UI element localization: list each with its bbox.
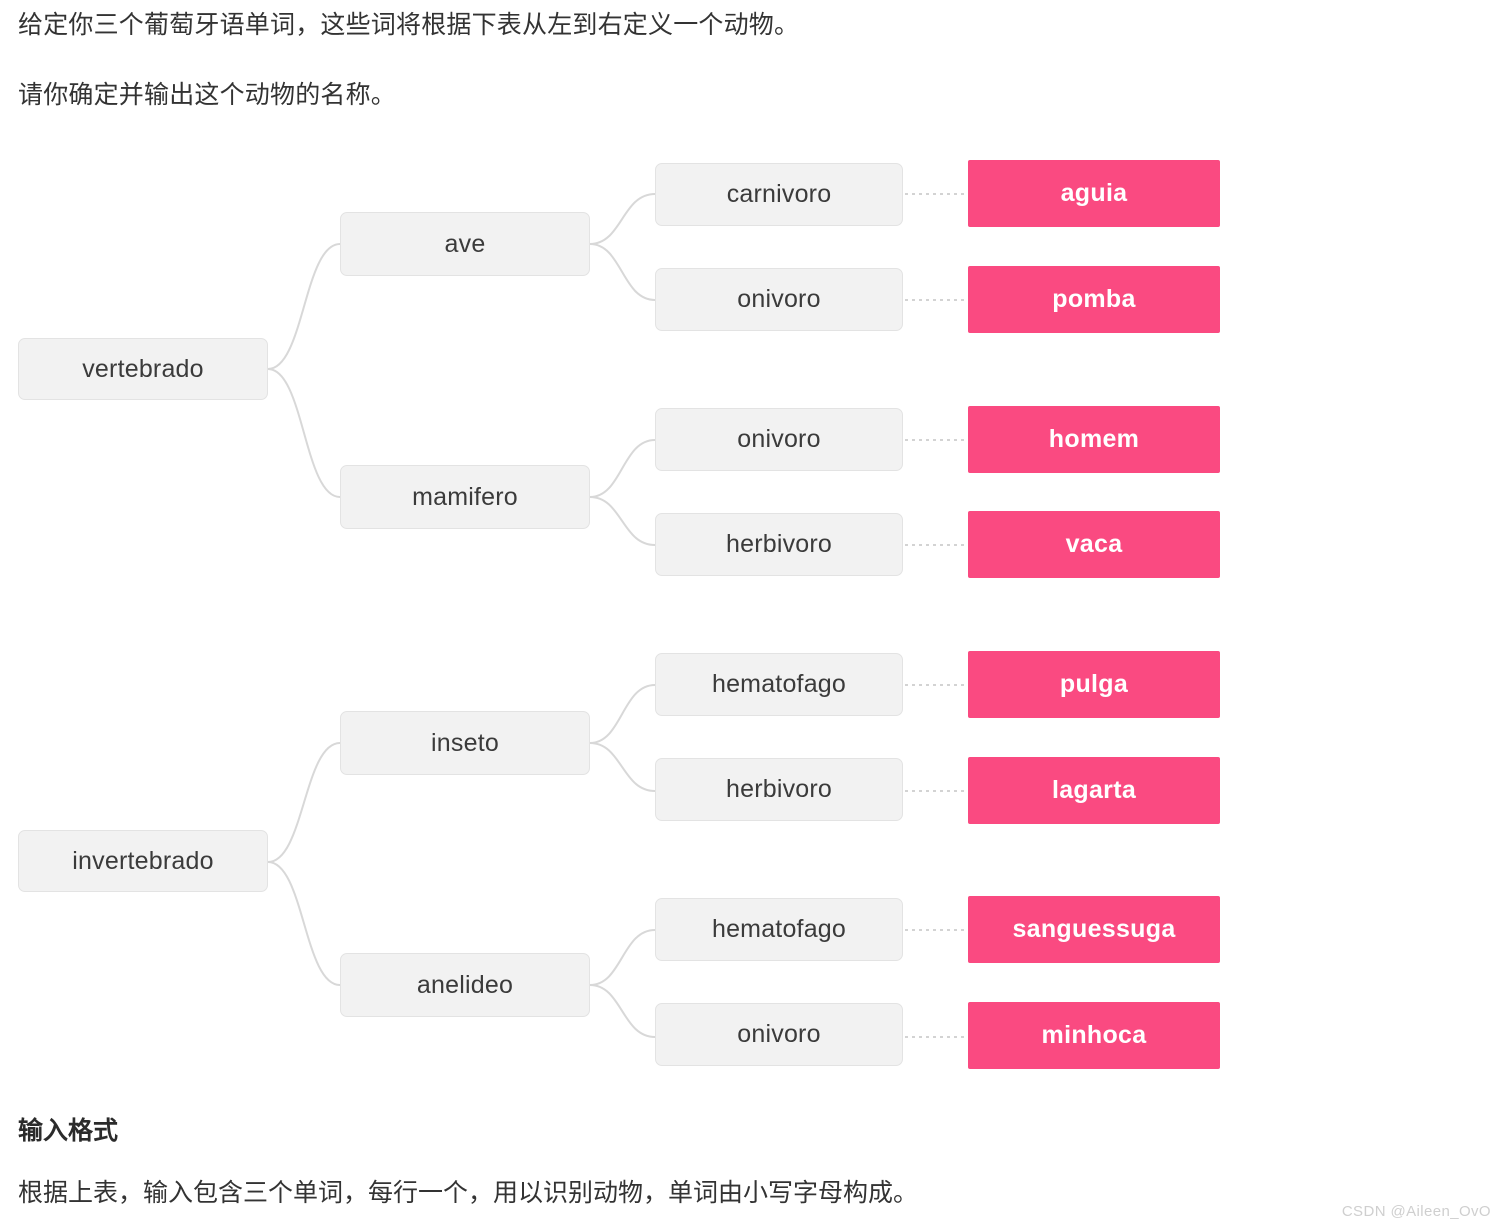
node-invertebrado[interactable]: invertebrado [18, 830, 268, 892]
node-mamifero[interactable]: mamifero [340, 465, 590, 529]
leaf-pulga[interactable]: pulga [968, 651, 1220, 718]
intro-paragraph-1: 给定你三个葡萄牙语单词，这些词将根据下表从左到右定义一个动物。 [18, 11, 800, 39]
leaf-homem[interactable]: homem [968, 406, 1220, 473]
intro-paragraph-2: 请你确定并输出这个动物的名称。 [18, 81, 397, 109]
node-diet-herbivoro-mamifero[interactable]: herbivoro [655, 513, 903, 576]
dotted-link-aguia [905, 193, 967, 195]
node-ave[interactable]: ave [340, 212, 590, 276]
dotted-link-pomba [905, 299, 967, 301]
dotted-link-sanguessuga [905, 929, 967, 931]
node-diet-hematofago-inseto[interactable]: hematofago [655, 653, 903, 716]
input-format-heading: 输入格式 [18, 1117, 119, 1145]
leaf-minhoca[interactable]: minhoca [968, 1002, 1220, 1069]
node-diet-onivoro-ave[interactable]: onivoro [655, 268, 903, 331]
node-anelideo[interactable]: anelideo [340, 953, 590, 1017]
leaf-pomba[interactable]: pomba [968, 266, 1220, 333]
leaf-aguia[interactable]: aguia [968, 160, 1220, 227]
leaf-vaca[interactable]: vaca [968, 511, 1220, 578]
node-diet-onivoro-mamifero[interactable]: onivoro [655, 408, 903, 471]
dotted-link-homem [905, 439, 967, 441]
dotted-link-pulga [905, 684, 967, 686]
node-vertebrado[interactable]: vertebrado [18, 338, 268, 400]
csdn-watermark: CSDN @Aileen_OvO [1341, 1203, 1491, 1220]
dotted-link-vaca [905, 544, 967, 546]
input-format-description: 根据上表，输入包含三个单词，每行一个，用以识别动物，单词由小写字母构成。 [18, 1179, 919, 1207]
leaf-lagarta[interactable]: lagarta [968, 757, 1220, 824]
classification-tree-diagram: vertebrado invertebrado ave mamifero ins… [0, 140, 1507, 1090]
node-diet-carnivoro[interactable]: carnivoro [655, 163, 903, 226]
dotted-link-minhoca [905, 1036, 967, 1038]
node-diet-onivoro-anelideo[interactable]: onivoro [655, 1003, 903, 1066]
leaf-sanguessuga[interactable]: sanguessuga [968, 896, 1220, 963]
dotted-link-lagarta [905, 790, 967, 792]
node-diet-hematofago-anelideo[interactable]: hematofago [655, 898, 903, 961]
node-inseto[interactable]: inseto [340, 711, 590, 775]
node-diet-herbivoro-inseto[interactable]: herbivoro [655, 758, 903, 821]
